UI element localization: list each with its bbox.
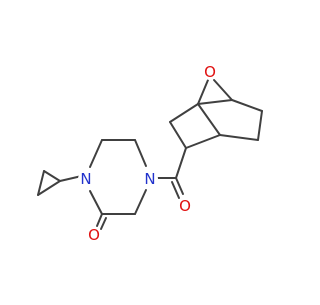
bond <box>100 217 107 230</box>
bond <box>213 79 233 101</box>
atom-label-n1: N <box>78 170 94 188</box>
cyclopropyl-ring <box>37 170 61 196</box>
bond <box>169 103 199 123</box>
oxabicycloheptane <box>169 79 263 149</box>
ring-carbonyl-bond <box>96 213 107 230</box>
bond <box>219 134 259 141</box>
atom-label-ring-carbonyl-o: O <box>86 226 102 244</box>
molecule-canvas: N N O O O <box>37 63 263 244</box>
bond <box>257 110 263 141</box>
bond <box>37 180 61 196</box>
bond <box>134 189 147 215</box>
piperazinone-ring <box>89 139 147 215</box>
n1-label: N <box>80 170 91 188</box>
ring-carbonyl-o-label: O <box>88 226 100 244</box>
bond <box>89 139 103 168</box>
atom-label-n4: N <box>142 170 158 188</box>
n4-label: N <box>144 170 155 188</box>
bond <box>171 181 180 199</box>
bond <box>175 177 184 195</box>
atom-label-bridge-o: O <box>202 63 218 81</box>
bond <box>185 134 221 149</box>
bond <box>89 190 103 215</box>
bond <box>231 99 263 112</box>
bond <box>96 213 103 227</box>
bond <box>37 170 45 196</box>
bond <box>43 170 61 182</box>
bridge-o-label: O <box>204 63 216 81</box>
amide-o-label: O <box>179 197 191 215</box>
amide-carbonyl-bond <box>171 177 184 199</box>
bond <box>134 139 147 167</box>
bond <box>169 121 187 149</box>
bond <box>197 103 221 136</box>
bond-carbonyl-bicycle <box>175 147 187 179</box>
bond <box>197 79 209 105</box>
structure-diagram: N N O O O <box>37 63 263 244</box>
atom-label-amide-o: O <box>177 197 193 215</box>
bond <box>197 99 233 105</box>
